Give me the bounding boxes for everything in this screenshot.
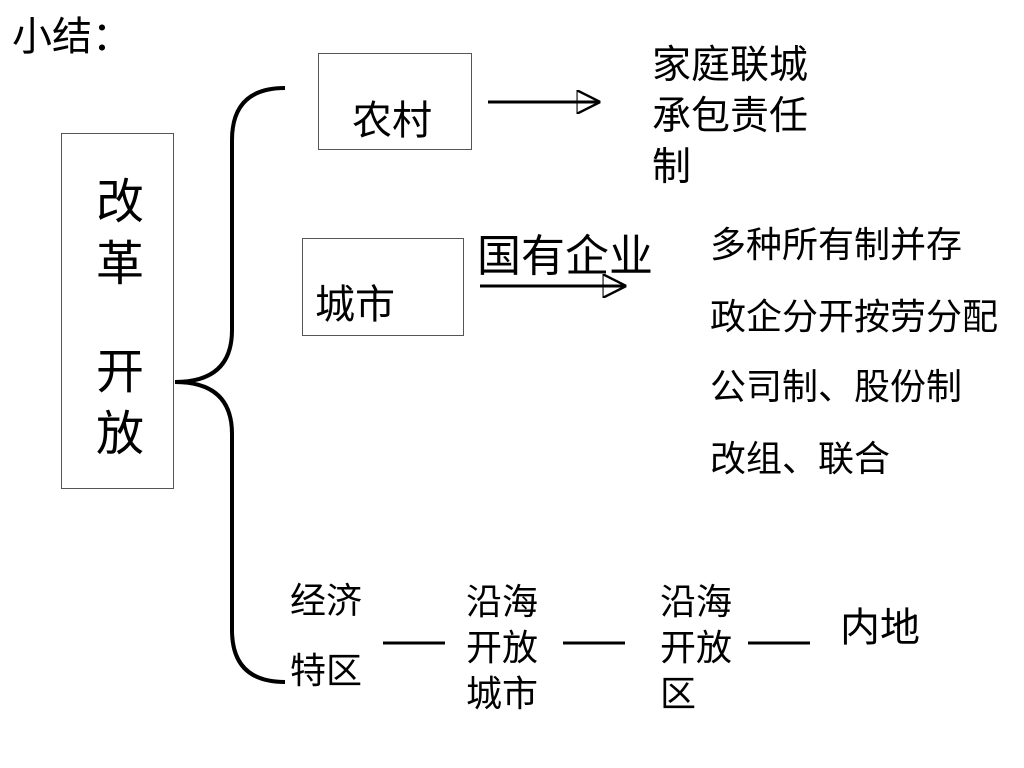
root-box-reform-opening bbox=[61, 133, 174, 489]
curly-brace bbox=[174, 86, 286, 684]
stage-inland: 内地 bbox=[840, 605, 920, 651]
root-char: 开 bbox=[96, 344, 145, 400]
urban-point: 改组、联合 bbox=[710, 439, 891, 480]
urban-label: 城市 bbox=[315, 282, 395, 328]
root-char: 放 bbox=[96, 406, 145, 462]
rural-box bbox=[318, 53, 472, 150]
stage-line: 开放 bbox=[660, 628, 733, 669]
urban-point: 多种所有制并存 bbox=[710, 225, 963, 266]
urban-box bbox=[302, 238, 464, 336]
urban-point: 公司制、股份制 bbox=[710, 367, 963, 408]
root-char: 革 bbox=[96, 236, 145, 292]
stage-line: 开放 bbox=[466, 628, 539, 669]
rural-result: 家庭联城 承包责任 制 bbox=[652, 40, 808, 193]
stage-line: 沿海 bbox=[466, 582, 539, 623]
rural-result-line: 制 bbox=[652, 145, 692, 190]
stage-special-economic-zone-line: 特区 bbox=[290, 651, 363, 692]
stage-coastal-open-cities: 沿海 开放 城市 bbox=[466, 580, 538, 718]
stage-line: 区 bbox=[660, 674, 697, 715]
rural-result-line: 承包责任 bbox=[652, 94, 809, 139]
stage-coastal-open-zones: 沿海 开放 区 bbox=[660, 580, 732, 718]
stage-line: 城市 bbox=[466, 674, 539, 715]
urban-arrow-label: 国有企业 bbox=[477, 231, 653, 282]
stage-special-economic-zone-line: 经济 bbox=[290, 581, 363, 622]
page-title: 小结： bbox=[12, 14, 132, 60]
root-char: 改 bbox=[96, 174, 145, 230]
rural-label: 农村 bbox=[352, 98, 432, 144]
rural-result-line: 家庭联城 bbox=[652, 43, 809, 88]
stage-line: 沿海 bbox=[660, 582, 733, 623]
urban-point: 政企分开按劳分配 bbox=[710, 297, 999, 338]
